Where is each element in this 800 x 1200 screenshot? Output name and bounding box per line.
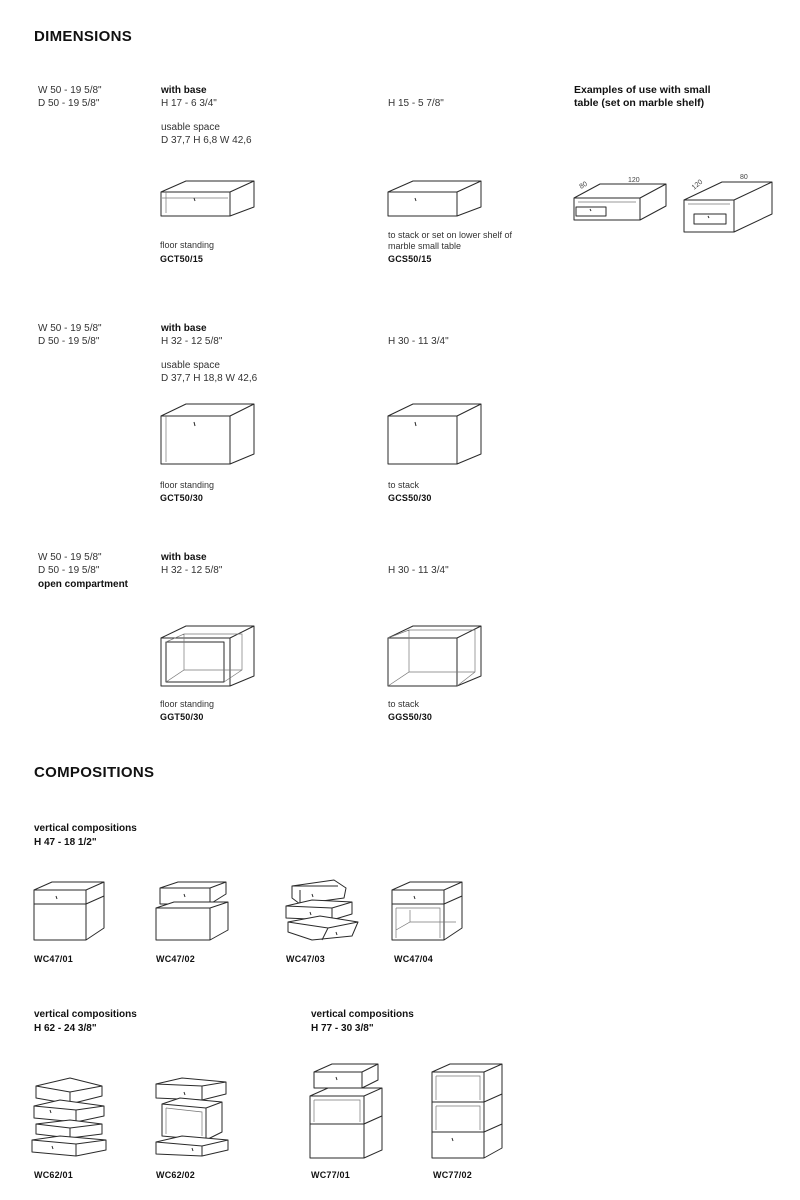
row1-usable-value: D 37,7 H 6,8 W 42,6 (161, 135, 252, 146)
group3-title: vertical compositions (311, 1009, 414, 1020)
example-table-2-depth: 120 (691, 179, 705, 192)
wc77-02-code: WC77/02 (433, 1170, 472, 1180)
row1-base-height: H 17 - 6 3/4" (161, 98, 217, 109)
row3-base-title: with base (161, 552, 207, 563)
group2-height: H 62 - 24 3/8" (34, 1023, 97, 1034)
ggs50-30-drawing (387, 625, 482, 687)
row3-extra: open compartment (38, 579, 129, 590)
wc47-01-code: WC47/01 (34, 954, 73, 964)
dimensions-heading: DIMENSIONS (34, 28, 133, 45)
group1-title: vertical compositions (34, 823, 137, 834)
wc62-01-code: WC62/01 (34, 1170, 73, 1180)
example-table-2-drawing: 120 80 (683, 174, 773, 233)
wc47-04-drawing (391, 881, 463, 941)
example-table-1-depth: 80 (579, 181, 589, 191)
example-table-2-width: 80 (740, 174, 748, 181)
gcs50-30-drawing (387, 403, 482, 465)
group3-height: H 77 - 30 3/8" (311, 1023, 374, 1034)
gcs50-15-code: GCS50/15 (388, 254, 432, 264)
gct50-30-drawing (160, 403, 255, 465)
wc77-02-drawing (431, 1063, 503, 1159)
wc62-02-drawing (155, 1077, 229, 1157)
row1-size-w: W 50 - 19 5/8" (38, 85, 102, 96)
wc47-04-code: WC47/04 (394, 954, 433, 964)
wc77-01-code: WC77/01 (311, 1170, 350, 1180)
examples-title-line2: table (set on marble shelf) (574, 97, 705, 109)
row1-usable-title: usable space (161, 122, 220, 133)
gct50-15-drawing (160, 180, 255, 217)
row2-usable-value: D 37,7 H 18,8 W 42,6 (161, 373, 258, 384)
row2-base-title: with base (161, 323, 207, 334)
gcs50-15-desc: to stack or set on lower shelf of marble… (388, 230, 513, 251)
ggt50-30-drawing (160, 625, 255, 687)
wc77-01-drawing (309, 1063, 383, 1159)
gcs50-30-code: GCS50/30 (388, 493, 432, 503)
gct50-30-code: GCT50/30 (160, 493, 204, 503)
wc47-03-code: WC47/03 (286, 954, 325, 964)
group1-height: H 47 - 18 1/2" (34, 837, 97, 848)
row2-size-d: D 50 - 19 5/8" (38, 336, 100, 347)
group2-title: vertical compositions (34, 1009, 137, 1020)
ggs50-30-code: GGS50/30 (388, 712, 433, 722)
compositions-heading: COMPOSITIONS (34, 764, 155, 781)
wc47-02-code: WC47/02 (156, 954, 195, 964)
row2-size-w: W 50 - 19 5/8" (38, 323, 102, 334)
gct50-15-code: GCT50/15 (160, 254, 204, 264)
wc62-01-drawing (31, 1077, 107, 1157)
gcs50-15-drawing (387, 180, 482, 217)
gct50-30-desc: floor standing (160, 480, 215, 490)
wc47-01-drawing (33, 881, 105, 941)
example-table-1-drawing: 80 120 (573, 177, 667, 221)
gct50-15-desc: floor standing (160, 240, 215, 250)
ggt50-30-desc: floor standing (160, 699, 215, 709)
ggt50-30-code: GGT50/30 (160, 712, 204, 722)
wc47-02-drawing (155, 881, 229, 941)
row2-base-height: H 32 - 12 5/8" (161, 336, 223, 347)
row3-size-w: W 50 - 19 5/8" (38, 552, 102, 563)
example-table-1-width: 120 (628, 177, 640, 184)
examples-title-line1: Examples of use with small (574, 84, 711, 96)
row3-size-d: D 50 - 19 5/8" (38, 565, 100, 576)
row1-base-title: with base (161, 85, 207, 96)
row2-stack-height: H 30 - 11 3/4" (388, 336, 449, 347)
ggs50-30-desc: to stack (388, 699, 420, 709)
row2-usable-title: usable space (161, 360, 220, 371)
row3-base-height: H 32 - 12 5/8" (161, 565, 223, 576)
row3-stack-height: H 30 - 11 3/4" (388, 565, 449, 576)
wc62-02-code: WC62/02 (156, 1170, 195, 1180)
row1-stack-height: H 15 - 5 7/8" (388, 98, 444, 109)
wc47-03-drawing (285, 879, 359, 941)
gcs50-30-desc: to stack (388, 480, 420, 490)
row1-size-d: D 50 - 19 5/8" (38, 98, 100, 109)
